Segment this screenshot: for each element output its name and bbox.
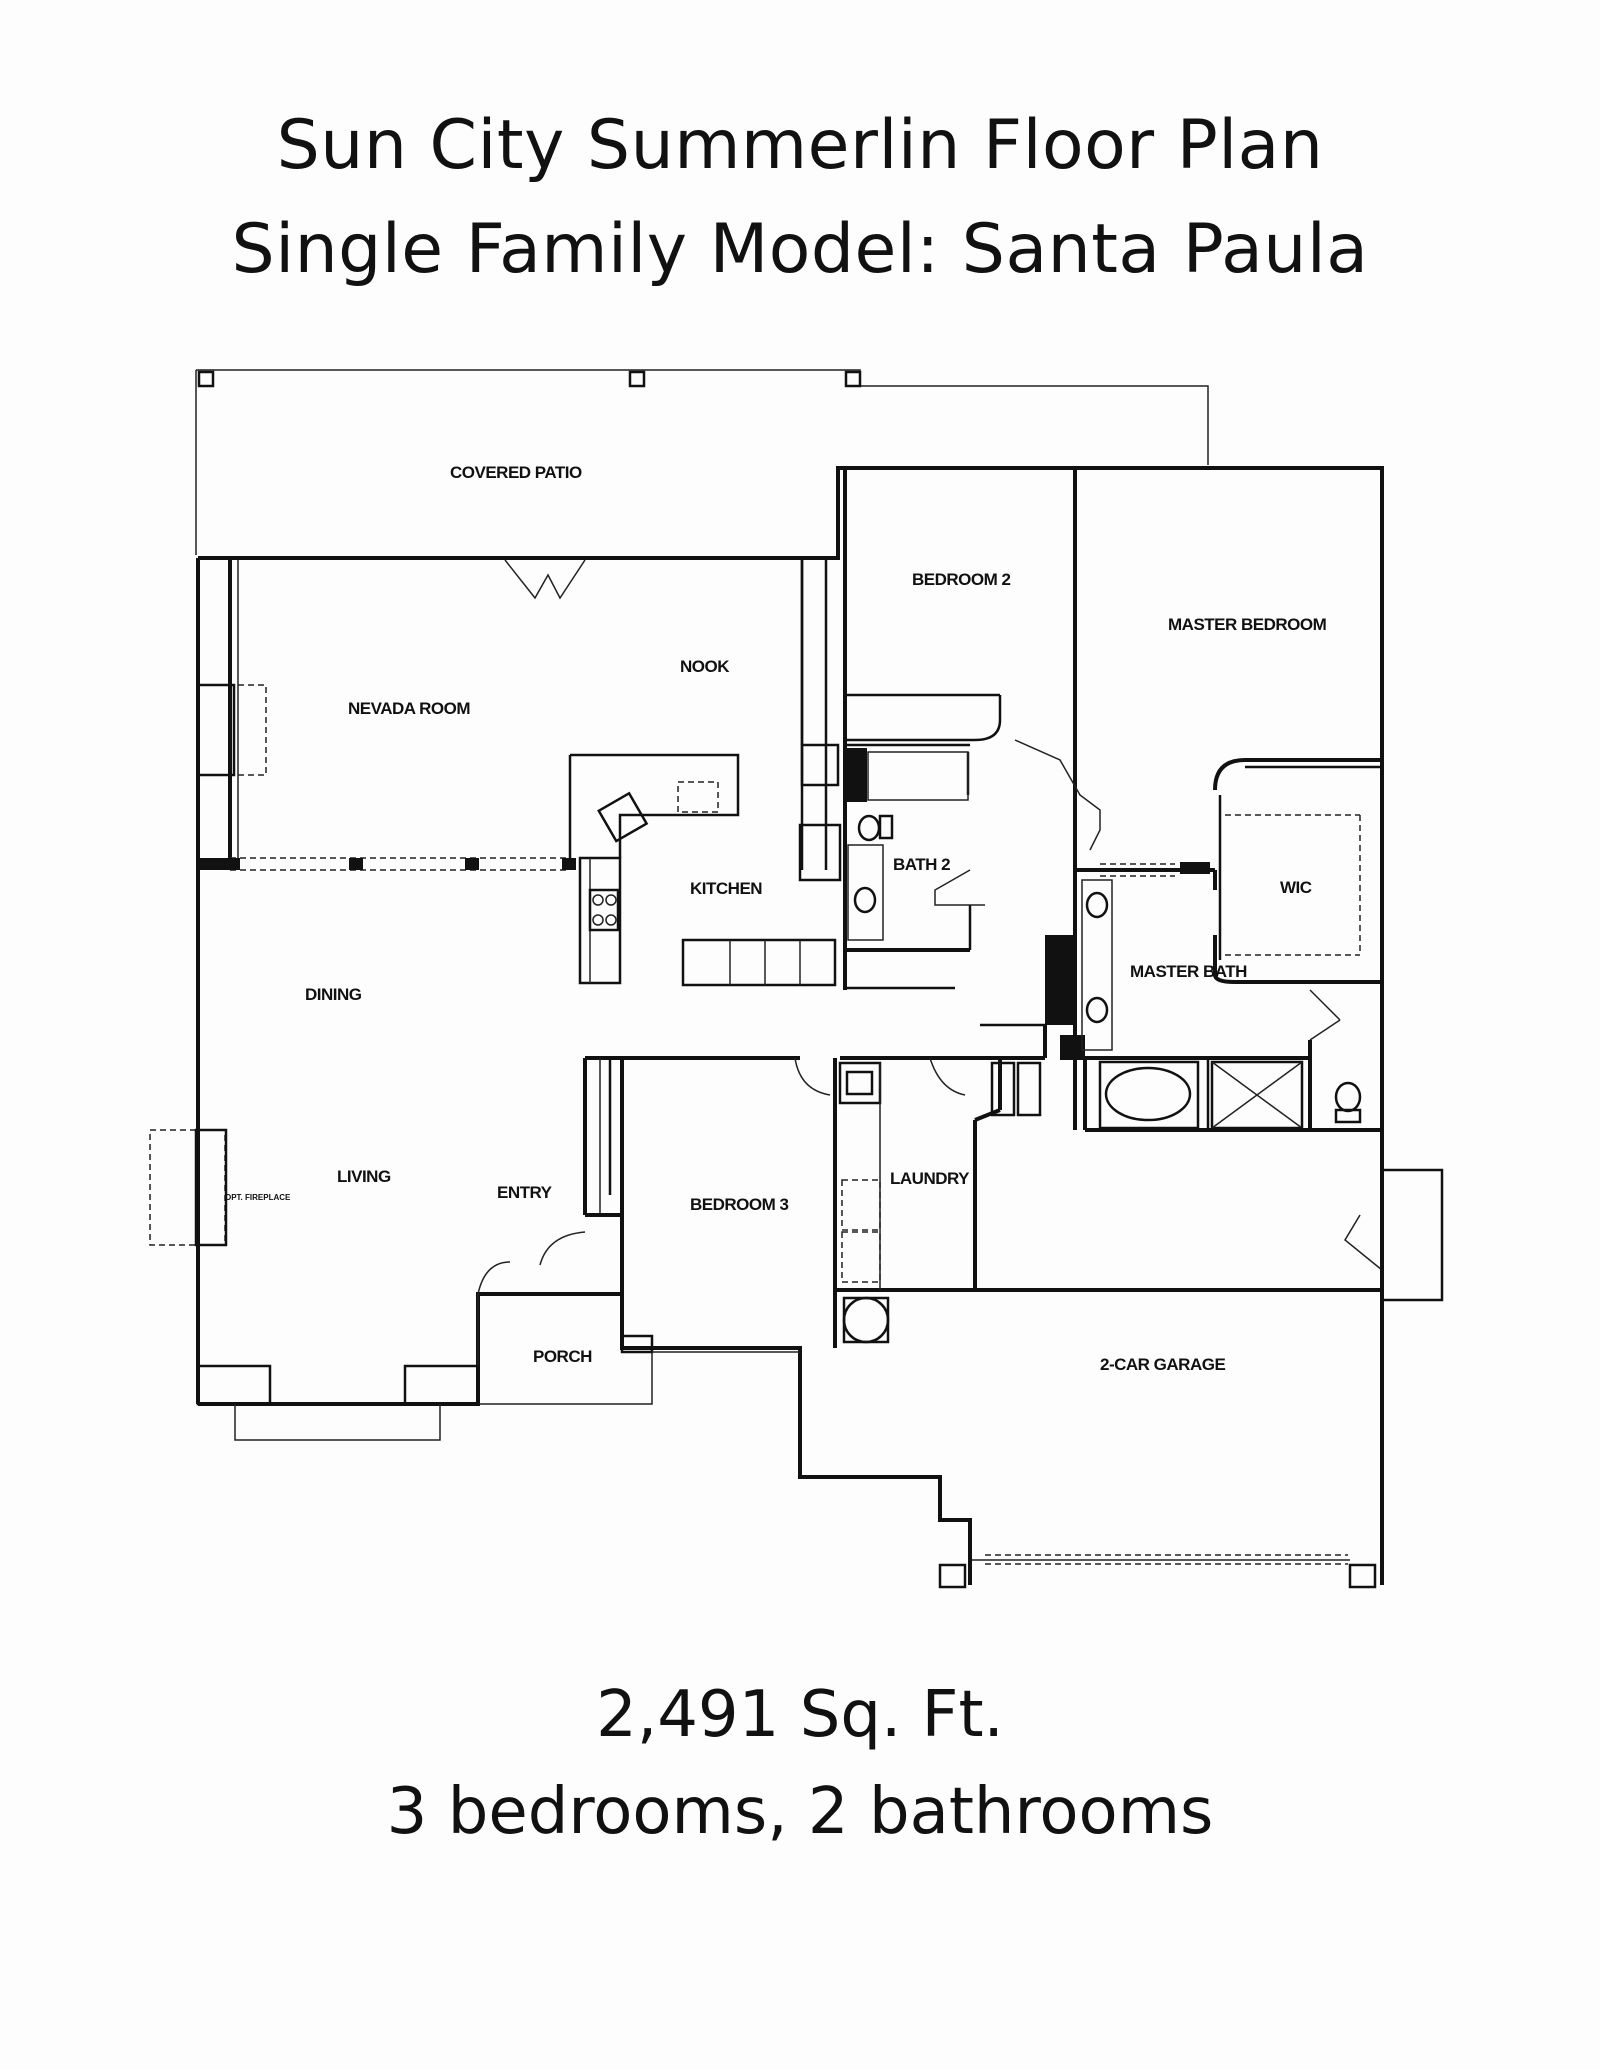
exterior-walls (196, 466, 1384, 1585)
label-porch: PORCH (533, 1347, 592, 1366)
label-master-bedroom: MASTER BEDROOM (1168, 615, 1327, 634)
openings (149, 559, 586, 1295)
label-wic: WIC (1280, 878, 1312, 897)
label-nook: NOOK (680, 657, 730, 676)
label-bath-2: BATH 2 (893, 855, 950, 874)
interior-walls (198, 470, 1383, 1354)
porch-outline (196, 1294, 800, 1441)
covered-patio-outline (195, 369, 1209, 555)
bedroom-bathroom-count: 3 bedrooms, 2 bathrooms (386, 1775, 1214, 1849)
label-bedroom-3: BEDROOM 3 (690, 1195, 789, 1214)
square-footage: 2,491 Sq. Ft. (596, 1678, 1004, 1752)
label-bedroom-2: BEDROOM 2 (912, 570, 1011, 589)
label-entry: ENTRY (497, 1183, 553, 1202)
label-nevada-room: NEVADA ROOM (348, 699, 470, 718)
label-garage: 2-CAR GARAGE (1100, 1355, 1225, 1374)
label-opt-fireplace: OPT. FIREPLACE (225, 1193, 291, 1202)
page-title: Sun City Summerlin Floor Plan (276, 106, 1324, 185)
label-covered-patio: COVERED PATIO (450, 463, 582, 482)
label-dining: DINING (305, 985, 362, 1004)
label-living: LIVING (337, 1167, 391, 1186)
room-labels: COVERED PATIO BEDROOM 2 MASTER BEDROOM N… (225, 463, 1327, 1374)
label-kitchen: KITCHEN (690, 879, 762, 898)
garage-walls (798, 1061, 1444, 1589)
label-laundry: LAUNDRY (890, 1169, 970, 1188)
label-master-bath: MASTER BATH (1130, 962, 1247, 981)
page-subtitle: Single Family Model: Santa Paula (231, 210, 1369, 289)
kitchen-fixtures (568, 560, 842, 987)
